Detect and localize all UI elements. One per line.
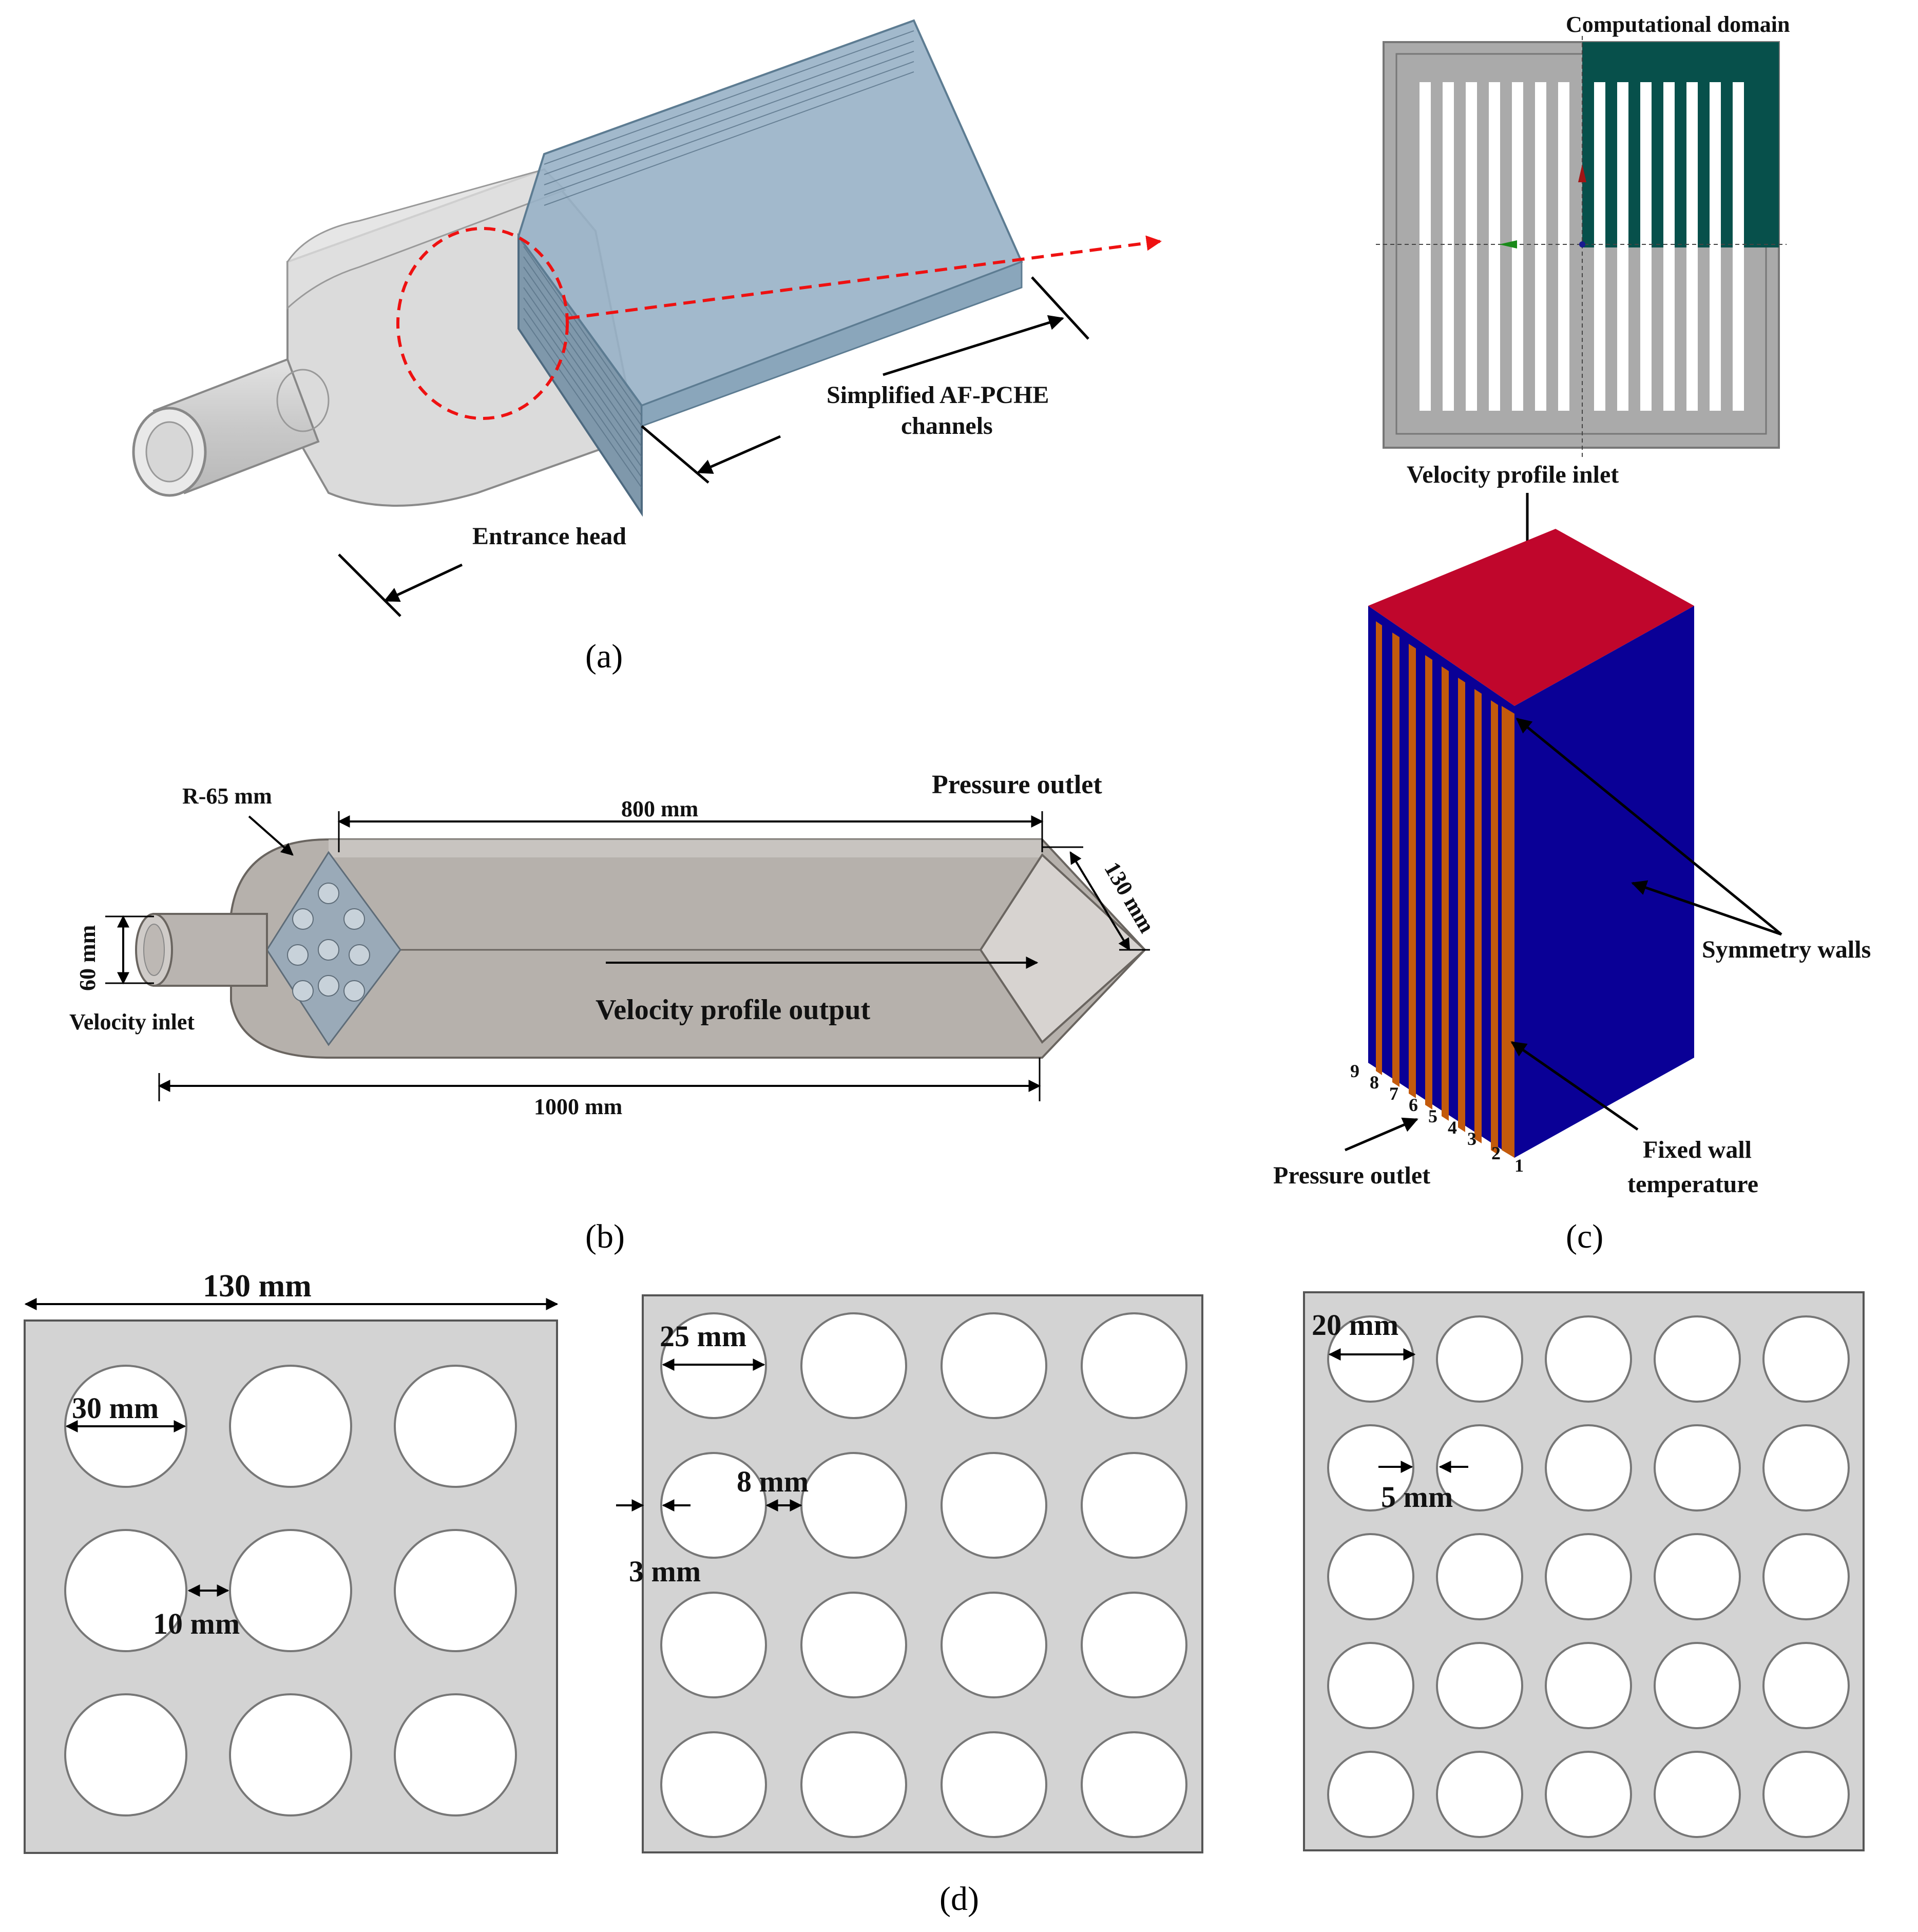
plate-5x5: 20 mm 5 mm (1303, 1291, 1865, 1851)
label-20mm: 20 mm (1312, 1308, 1398, 1342)
svg-text:9: 9 (1350, 1061, 1359, 1081)
label-entrance-head: Entrance head (472, 523, 626, 550)
plate-3x3: 130 mm 30 mm 10 mm (24, 1269, 559, 1854)
label-fixed-wall-2: temperature (1627, 1171, 1758, 1198)
label-pressure-outlet-c: Pressure outlet (1273, 1162, 1430, 1189)
label-130mm-d: 130 mm (203, 1269, 312, 1304)
svg-text:2: 2 (1491, 1143, 1501, 1163)
domain-slots (1420, 82, 1744, 411)
svg-text:4: 4 (1448, 1117, 1457, 1138)
computational-region-marker (396, 227, 569, 420)
label-3mm: 3 mm (629, 1555, 701, 1588)
plate-4x4: 25 mm 8 mm 3 mm (616, 1294, 1203, 1853)
label-5mm: 5 mm (1381, 1480, 1453, 1514)
channel-lines (523, 30, 914, 488)
label-30mm: 30 mm (72, 1391, 159, 1425)
label-symmetry-walls: Symmetry walls (1702, 936, 1871, 963)
main-body (230, 838, 1146, 1059)
side-face (1514, 606, 1694, 1158)
panel-c: Velocity profile inlet Symmetry walls Fi… (1273, 461, 1871, 1255)
svg-text:5: 5 (1428, 1106, 1437, 1126)
caption-a: (a) (585, 638, 623, 675)
top-face (1368, 529, 1694, 706)
label-10mm: 10 mm (153, 1607, 240, 1640)
panel-domain: Computational domain (1376, 12, 1790, 457)
svg-text:8: 8 (1370, 1072, 1379, 1093)
plate-holes (287, 883, 370, 1002)
caption-d: (d) (939, 1880, 979, 1918)
label-fixed-wall-1: Fixed wall (1643, 1136, 1752, 1163)
label-velocity-profile-output: Velocity profile output (596, 994, 870, 1026)
label-pressure-outlet-b: Pressure outlet (932, 770, 1102, 799)
label-1000mm: 1000 mm (534, 1094, 622, 1119)
label-r65: R-65 mm (182, 783, 272, 809)
caption-c: (c) (1566, 1218, 1603, 1255)
label-velocity-inlet: Velocity inlet (69, 1009, 195, 1035)
label-computational-domain: Computational domain (1566, 12, 1790, 37)
channel-number-labels: 9 8 7 6 5 4 3 2 1 (1350, 1061, 1524, 1176)
svg-text:1: 1 (1514, 1155, 1524, 1176)
label-channels-1: Simplified AF-PCHE (827, 381, 1049, 409)
label-channels-2: channels (901, 412, 993, 439)
label-60mm: 60 mm (75, 925, 100, 991)
zoom-arrow (567, 235, 1162, 320)
channel-block-side (641, 260, 1023, 428)
label-8mm: 8 mm (737, 1465, 809, 1498)
caption-b: (b) (585, 1218, 625, 1255)
label-800mm: 800 mm (621, 796, 698, 821)
domain-highlight (1582, 42, 1779, 247)
panel-b: 800 mm R-65 mm Pressure outlet 130 mm 60… (69, 770, 1160, 1255)
panel-a: Simplified AF-PCHE channels Entrance hea… (132, 19, 1162, 675)
svg-text:3: 3 (1467, 1128, 1476, 1149)
label-25mm: 25 mm (660, 1319, 746, 1353)
svg-text:7: 7 (1389, 1083, 1398, 1104)
panel-d: 130 mm 30 mm 10 mm 25 mm 8 mm 3 mm (24, 1269, 1865, 1918)
label-velocity-profile-inlet: Velocity profile inlet (1407, 461, 1619, 488)
svg-text:6: 6 (1409, 1095, 1418, 1115)
